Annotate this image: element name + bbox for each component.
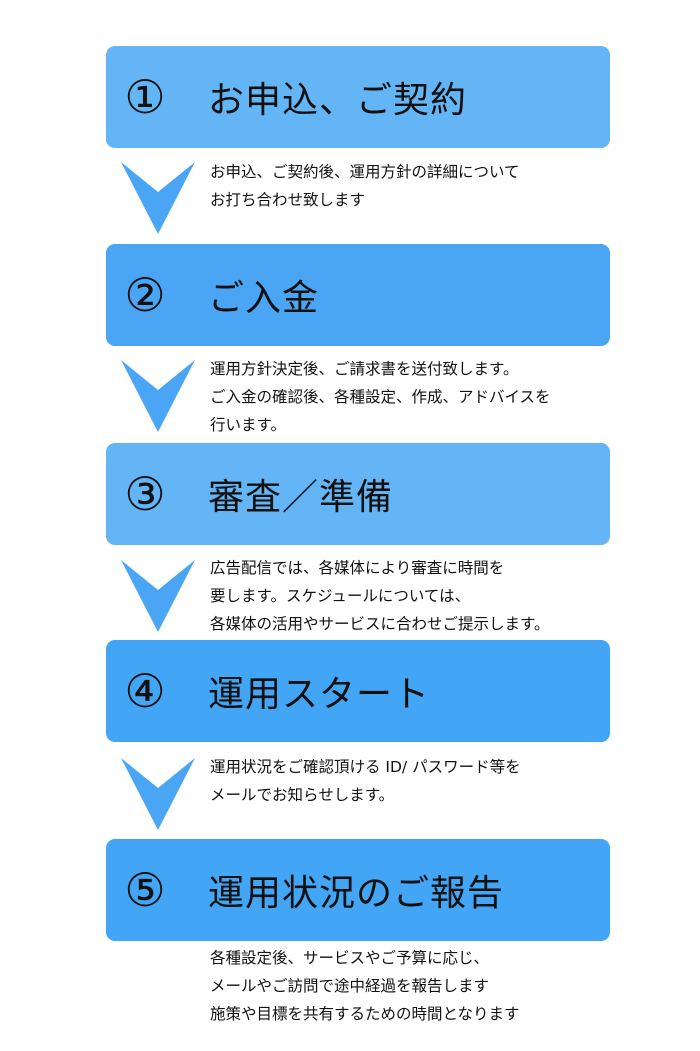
chevron-down-arrow-icon (121, 758, 195, 830)
step-5-box: ⑤ 運用状況のご報告 (106, 839, 610, 941)
step-1-title: お申込、ご契約 (208, 80, 468, 121)
step-3-description-line: 各媒体の活用やサービスに合わせご提示します。 (210, 615, 550, 633)
step-5-description-line: 各種設定後、サービスやご予算に応じ、 (210, 949, 490, 967)
step-5-description-line: 施策や目標を共有するための時間となります (210, 1005, 520, 1023)
step-5-number: ⑤ (124, 863, 166, 917)
step-3-box: ③ 審査／準備 (106, 443, 610, 545)
step-2-title: ご入金 (208, 278, 320, 319)
step-4-description-line: メールでお知らせします。 (210, 786, 395, 804)
step-2-description: 運用方針決定後、ご請求書を送付致します。 ご入金の確認後、各種設定、作成、アドバ… (210, 355, 630, 439)
step-1-box: ① お申込、ご契約 (106, 46, 610, 148)
step-3-description-line: 広告配信では、各媒体により審査に時間を (210, 559, 505, 577)
step-4-box: ④ 運用スタート (106, 640, 610, 742)
step-4-description: 運用状況をご確認頂ける ID/ パスワード等を メールでお知らせします。 (210, 753, 630, 809)
step-5-description-line: メールやご訪問で途中経過を報告します (210, 977, 490, 995)
step-4-title: 運用スタート (208, 674, 431, 715)
step-2-description-line: ご入金の確認後、各種設定、作成、アドバイスを (210, 388, 551, 406)
step-3-title: 審査／準備 (208, 477, 394, 518)
step-2-description-line: 行います。 (210, 416, 286, 434)
step-3-number: ③ (124, 467, 166, 521)
chevron-down-arrow-icon (121, 162, 195, 234)
step-4-number: ④ (124, 664, 166, 718)
step-4-description-line: 運用状況をご確認頂ける ID/ パスワード等を (210, 758, 521, 776)
step-2-description-line: 運用方針決定後、ご請求書を送付致します。 (210, 360, 519, 378)
chevron-down-arrow-icon (121, 560, 195, 632)
step-1-number: ① (124, 70, 166, 124)
step-1-description-line: お申込、ご契約後、運用方針の詳細について (210, 163, 520, 181)
step-5-title: 運用状況のご報告 (208, 873, 505, 914)
chevron-down-arrow-icon (121, 360, 195, 432)
step-1-description: お申込、ご契約後、運用方針の詳細について お打ち合わせ致します (210, 158, 630, 214)
step-5-description: 各種設定後、サービスやご予算に応じ、 メールやご訪問で途中経過を報告します 施策… (210, 944, 630, 1028)
step-1-description-line: お打ち合わせ致します (210, 191, 366, 209)
step-3-description-line: 要します。スケジュールについては、 (210, 587, 471, 605)
step-2-box: ② ご入金 (106, 244, 610, 346)
step-2-number: ② (124, 268, 166, 322)
step-3-description: 広告配信では、各媒体により審査に時間を 要します。スケジュールについては、 各媒… (210, 554, 630, 638)
